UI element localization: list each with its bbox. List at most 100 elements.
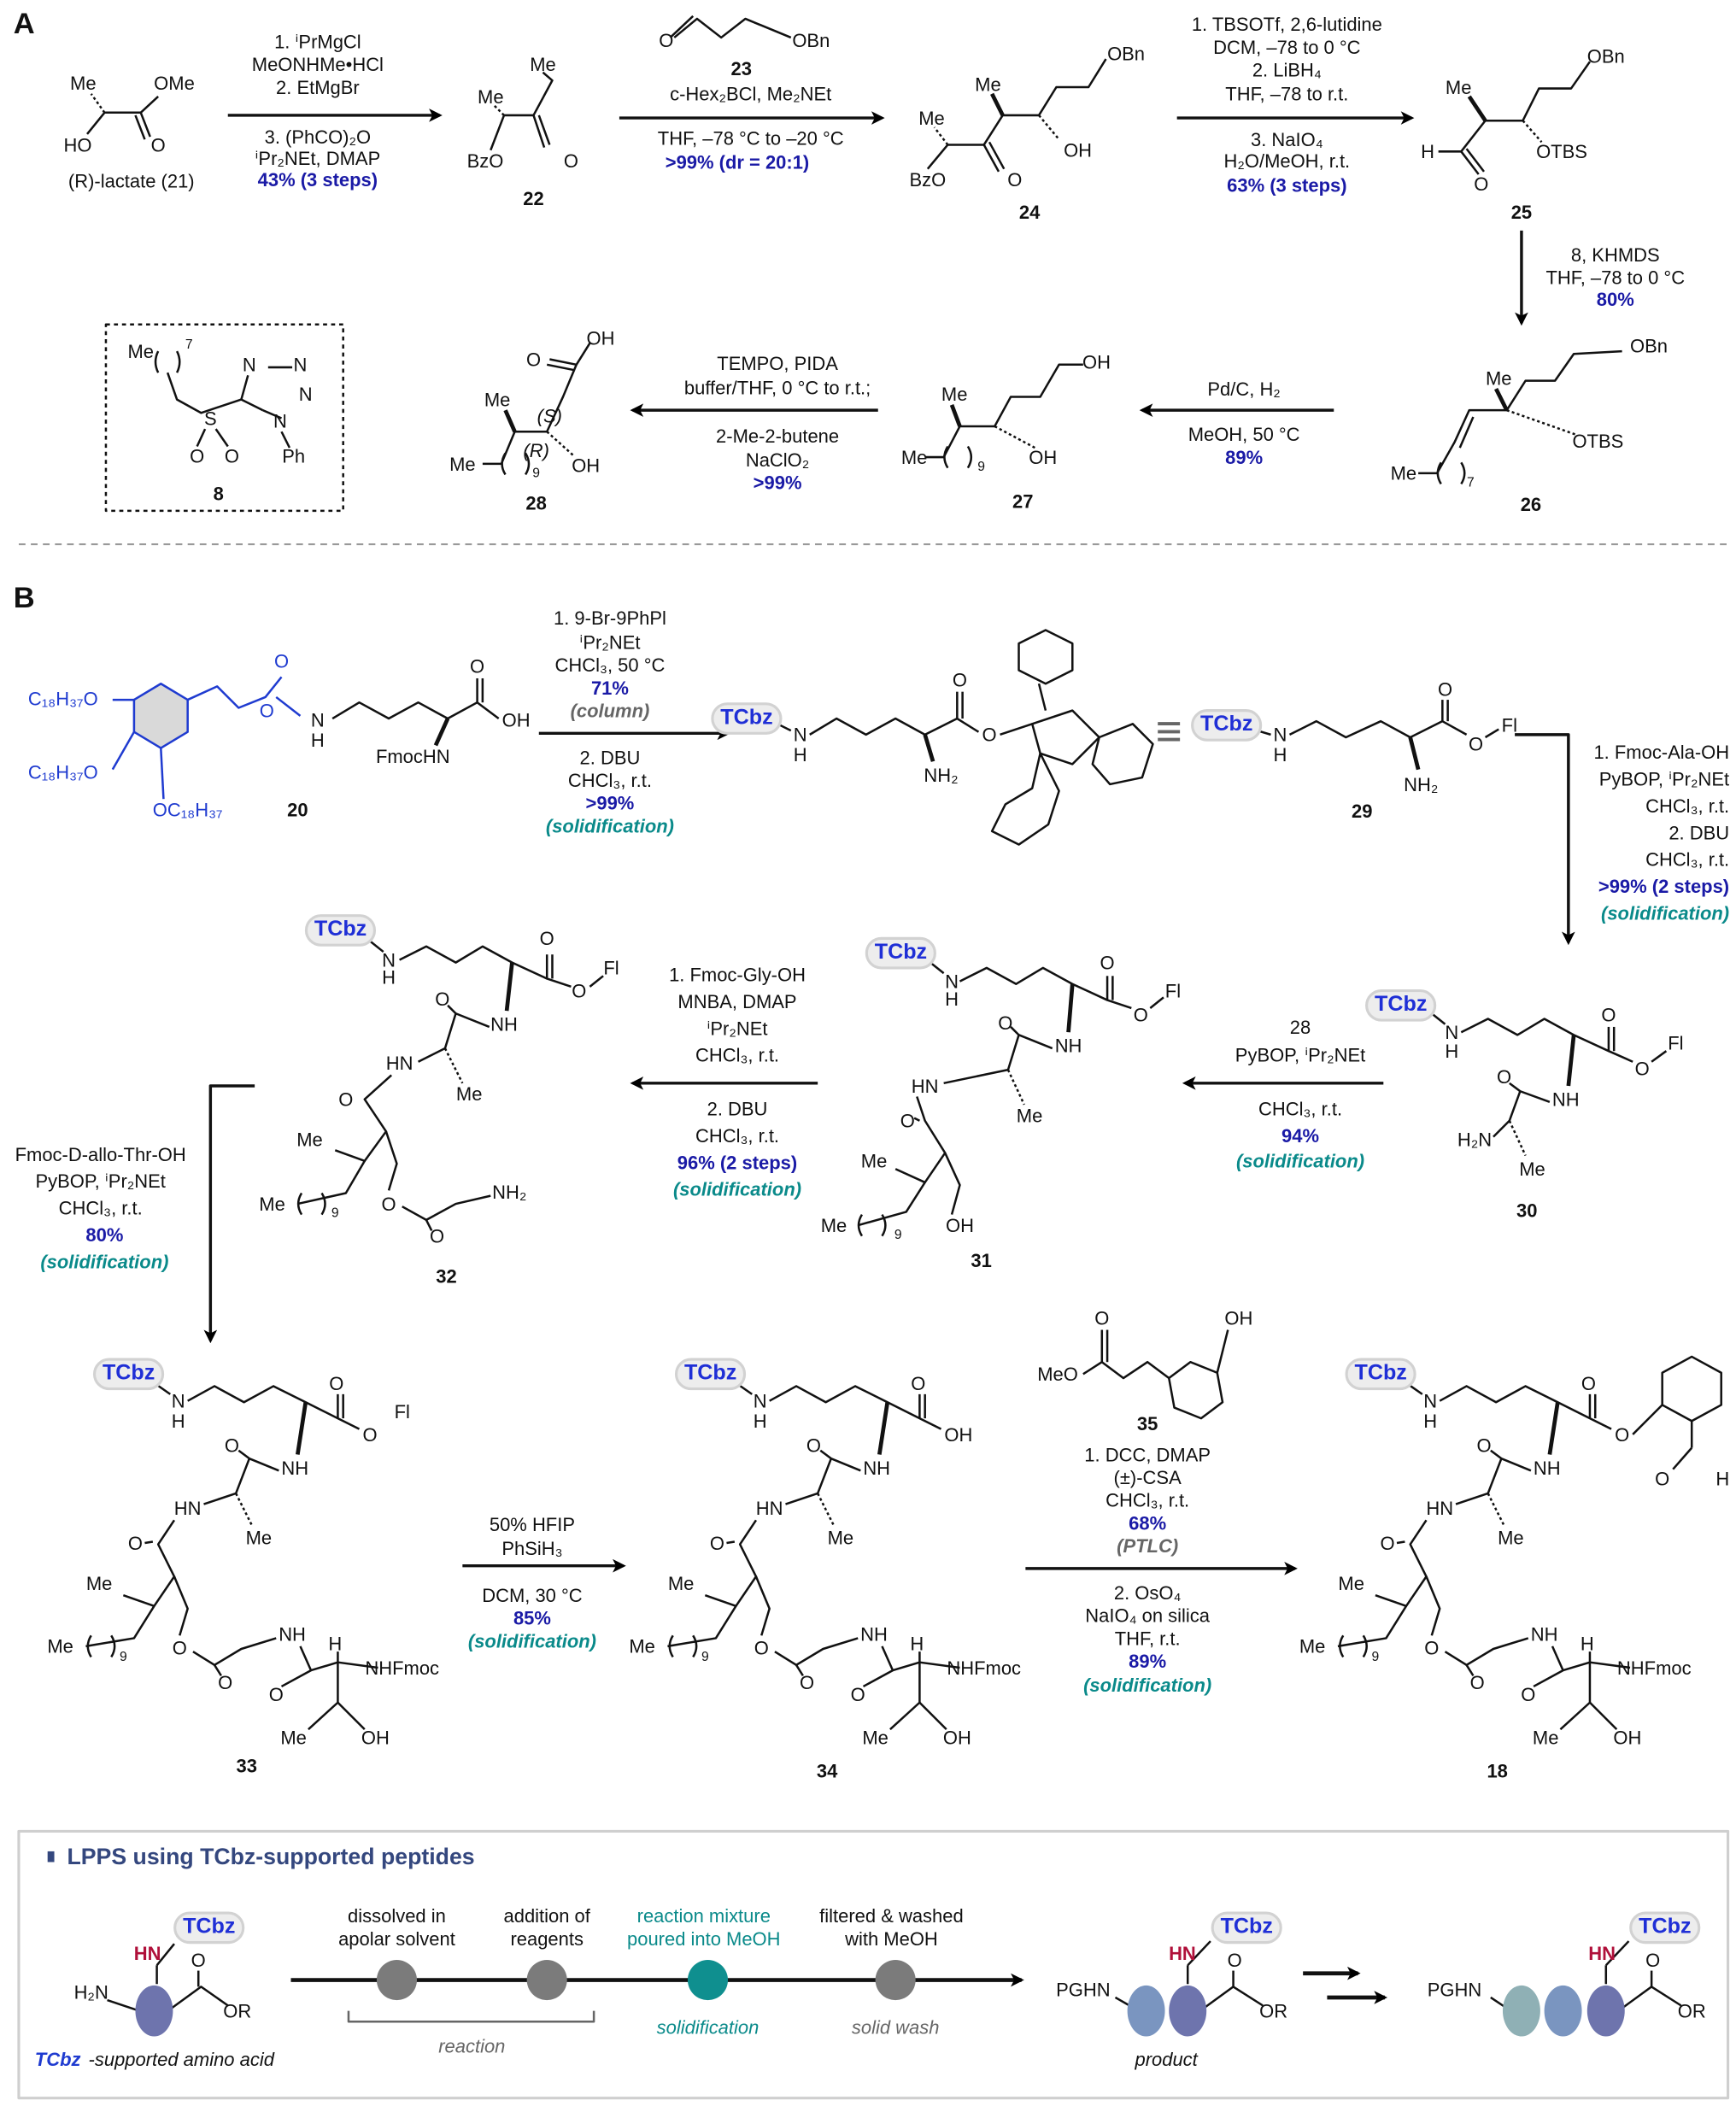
lpps-step-label: addition of [503, 1904, 590, 1927]
step4-yield: 80% [1596, 288, 1634, 310]
c32-atom-label: O [338, 1088, 354, 1111]
c18-atom-label: O [1380, 1532, 1395, 1554]
lpps-step-label: filtered & washed [819, 1904, 964, 1927]
c34-atom-label: O [800, 1671, 815, 1693]
lpps-box [17, 1829, 1730, 2100]
c33-atom-label: OH [361, 1727, 390, 1749]
step9-note: (solidification) [1235, 1150, 1365, 1172]
s4-condition-line: 8, KHMDS [1570, 243, 1660, 266]
compound-number: 35 [1136, 1412, 1158, 1434]
lpps-step-label: with MeOH [845, 1927, 938, 1950]
amino-acid-residue [135, 1985, 173, 2037]
final-residue-3 [1586, 1985, 1625, 2037]
c18-atom-label: H [1580, 1633, 1594, 1655]
step2-yield: >99% (dr = 20:1) [665, 151, 810, 173]
c34-atom-label: H [753, 1410, 767, 1432]
panel-label-b: B [13, 580, 35, 614]
c20-atom-label: C₁₈H₃₇O [27, 761, 98, 783]
c34-atom-label: NHFmoc [947, 1657, 1022, 1679]
s7-condition-line: CHCl₃, r.t. [567, 769, 652, 791]
s13-condition-line: THF, r.t. [1114, 1627, 1181, 1649]
lpps-step-label: reaction mixture [636, 1904, 771, 1927]
step12-yield: 85% [513, 1607, 551, 1629]
s3-condition-line: H₂O/MeOH, r.t. [1223, 150, 1351, 172]
compound-18-aryl-ring [1632, 1355, 1722, 1470]
c33-atom-label: Me [85, 1572, 113, 1594]
int-atom-label: N [793, 724, 807, 746]
c27-atom-label: 9 [977, 460, 985, 475]
c34-atom-label: O [806, 1434, 821, 1457]
phase-solidification: solidification [656, 2015, 760, 2039]
c26-atom-label: OBn [1630, 335, 1668, 357]
c21-atom-label: Me [70, 72, 97, 94]
c25-atom-label: OTBS [1536, 140, 1587, 162]
c30-atom-label: Me [1519, 1158, 1545, 1180]
c18-atom-label: HN [1426, 1497, 1454, 1519]
c25-atom-label: H [1421, 140, 1435, 162]
compound-28-bonds [482, 343, 591, 476]
c32-atom-label: O [539, 927, 554, 949]
int-atom-label: O [952, 668, 968, 691]
c30-atom-label: O [1601, 1004, 1616, 1026]
c24-atom-label: OBn [1107, 43, 1146, 65]
c8-atom-label: O [224, 444, 239, 467]
c29-atom-label: N [1273, 724, 1287, 746]
c31-atom-label: Me [860, 1150, 888, 1172]
atom-label: OR [1259, 2000, 1288, 2022]
c18-atom-label: O [1615, 1423, 1630, 1446]
c18-atom-label: H [1715, 1468, 1730, 1490]
c18-atom-label: O [1476, 1434, 1492, 1457]
c26-atom-label: OTBS [1572, 430, 1624, 452]
c31-atom-label: O [998, 1012, 1013, 1034]
c31-atom-label: OH [946, 1214, 974, 1236]
c34-atom-label: NH [860, 1623, 888, 1645]
c29-atom-label: H [1273, 743, 1287, 766]
c8-atom-label: N [273, 410, 287, 432]
c33-atom-label: Me [245, 1527, 273, 1549]
c26-atom-label: 7 [1466, 476, 1475, 491]
step3-yield: 63% (3 steps) [1227, 173, 1347, 197]
step8-yield: >99% (2 steps) [1598, 875, 1730, 897]
c33-atom-label: O [329, 1372, 344, 1394]
c35-atom-label: OH [1224, 1306, 1253, 1329]
c28-atom-label: OH [586, 326, 615, 349]
s5-condition-line: MeOH, 50 °C [1188, 423, 1300, 445]
atom-label: O [191, 1949, 206, 1971]
c27-atom-label: Me [900, 446, 928, 468]
title-bullet-icon [47, 1851, 55, 1863]
compound-8-bonds [154, 350, 293, 449]
tcbz-tag: TCbz [1191, 709, 1263, 742]
c25-atom-label: Me [1445, 76, 1472, 98]
step6-yield: >99% [753, 472, 802, 494]
s13-condition-line: NaIO₄ on silica [1085, 1604, 1211, 1627]
compound-20-bonds [111, 676, 500, 800]
hn-label: HN [1169, 1942, 1196, 1964]
int-atom-label: O [982, 724, 997, 746]
tcbz-tag: TCbz [1629, 1911, 1701, 1945]
s7-condition-line: CHCl₃, 50 °C [554, 654, 666, 676]
compound-number: 8 [213, 482, 224, 504]
s4-condition-line: THF, –78 to 0 °C [1545, 267, 1686, 289]
c24-atom-label: Me [975, 73, 1001, 96]
step10-note: (solidification) [672, 1178, 802, 1200]
c31-atom-label: NH [1054, 1035, 1082, 1057]
c34-atom-label: Me [862, 1727, 889, 1749]
hn-label: HN [1588, 1942, 1616, 1964]
c18-atom-label: OH [1613, 1727, 1642, 1749]
c18-atom-label: O [1469, 1671, 1485, 1693]
s6-condition-line: NaClO₂ [745, 449, 810, 471]
c18-atom-label: Me [1299, 1635, 1326, 1657]
c27-atom-label: OH [1082, 351, 1111, 373]
step11-note: (solidification) [40, 1250, 169, 1273]
compound-23-bonds [669, 15, 792, 39]
c34-atom-label: Me [827, 1527, 854, 1549]
lpps-step-label: poured into MeOH [627, 1927, 781, 1950]
c21-atom-label: HO [63, 133, 92, 156]
s9-condition-line: 28 [1289, 1016, 1311, 1038]
compound-number: 32 [436, 1265, 457, 1288]
compound-33-bonds [85, 1383, 378, 1731]
compound-number: 22 [523, 187, 544, 209]
s5-condition-line: Pd/C, H₂ [1207, 378, 1281, 400]
s3-condition-line: 1. TBSOTf, 2,6-lutidine [1191, 13, 1382, 35]
c30-atom-label: Fl [1668, 1032, 1684, 1054]
